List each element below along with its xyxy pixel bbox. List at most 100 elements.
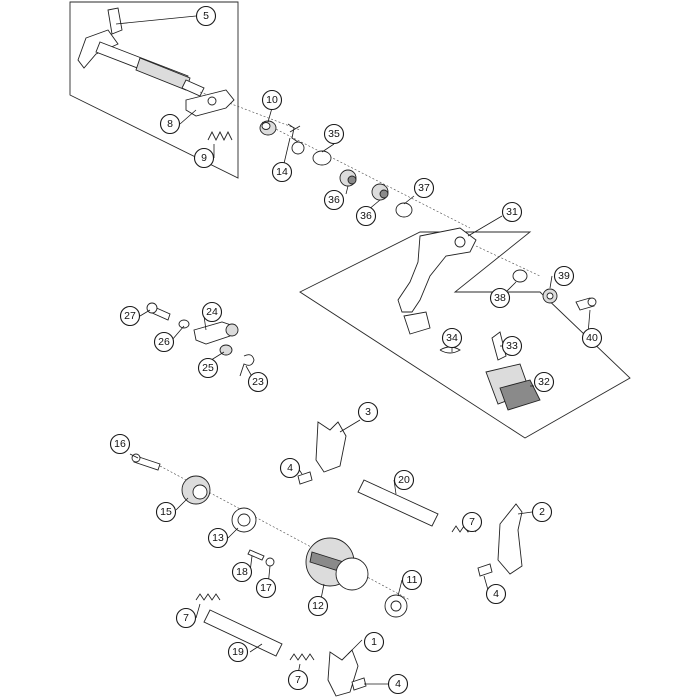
svg-text:4: 4 [395, 678, 401, 690]
callout-13: 13 [207, 527, 229, 549]
callout-7-c: 7 [287, 669, 309, 691]
shift-pawl-carrier [485, 363, 541, 411]
callout-27: 27 [119, 305, 141, 327]
shift-drum-locating [181, 475, 211, 505]
callout-24: 24 [201, 301, 223, 323]
fork-spring-c [289, 653, 315, 661]
callout-38: 38 [489, 287, 511, 309]
callout-19: 19 [227, 641, 249, 663]
callout-5: 5 [195, 5, 217, 27]
needle-bearing-a [339, 169, 357, 187]
return-spring [287, 123, 301, 143]
svg-text:12: 12 [312, 600, 324, 612]
shift-fork-3 [315, 421, 347, 473]
fork-roller-a [297, 471, 313, 485]
svg-text:36: 36 [328, 194, 340, 206]
svg-text:40: 40 [586, 332, 598, 344]
shift-lever [397, 227, 477, 335]
callout-34: 34 [441, 327, 463, 349]
shift-fork-2 [497, 503, 523, 575]
callout-32: 32 [533, 371, 555, 393]
svg-text:27: 27 [124, 310, 136, 322]
callout-4-a: 4 [279, 457, 301, 479]
callout-3: 3 [357, 401, 379, 423]
svg-text:7: 7 [469, 516, 475, 528]
shift-shaft-plate [185, 89, 235, 117]
svg-text:16: 16 [114, 438, 126, 450]
svg-text:7: 7 [295, 674, 301, 686]
callout-36-a: 36 [323, 189, 345, 211]
svg-text:1: 1 [371, 636, 377, 648]
svg-text:11: 11 [407, 574, 418, 586]
svg-text:35: 35 [328, 128, 340, 140]
callout-20: 20 [393, 469, 415, 491]
callout-4-c: 4 [387, 673, 409, 695]
callout-14: 14 [271, 161, 293, 183]
drum-bolt [131, 453, 161, 471]
fork-rail-lower [203, 609, 283, 657]
svg-text:36: 36 [360, 210, 372, 222]
fork-spring-b [195, 593, 221, 601]
callout-39: 39 [553, 265, 575, 287]
fork-roller-b [477, 563, 493, 577]
callout-10: 10 [261, 89, 283, 111]
washer-b [312, 150, 332, 166]
callout-4-b: 4 [485, 583, 507, 605]
svg-text:20: 20 [398, 474, 410, 486]
callout-23: 23 [247, 371, 269, 393]
callout-37: 37 [413, 177, 435, 199]
svg-text:10: 10 [266, 94, 278, 106]
callout-25: 25 [197, 357, 219, 379]
callout-17: 17 [255, 577, 277, 599]
callout-31: 31 [501, 201, 523, 223]
washer-a [291, 141, 305, 155]
drum-bearing [231, 507, 257, 533]
svg-text:24: 24 [206, 306, 218, 318]
shift-lever-group-frame [299, 231, 631, 439]
svg-text:38: 38 [494, 292, 506, 304]
svg-text:31: 31 [506, 206, 518, 218]
callout-35: 35 [323, 123, 345, 145]
shift-shaft-group-frame [69, 1, 239, 179]
drum-bearing-b [384, 594, 408, 618]
callout-16: 16 [109, 433, 131, 455]
callout-7-b: 7 [175, 607, 197, 629]
callout-7-a: 7 [461, 511, 483, 533]
callout-36-b: 36 [355, 205, 377, 227]
svg-text:13: 13 [212, 532, 224, 544]
drum-screw [247, 549, 265, 561]
callout-18: 18 [231, 561, 253, 583]
fork-roller-c [351, 677, 367, 691]
svg-text:14: 14 [276, 166, 288, 178]
svg-text:4: 4 [287, 462, 293, 474]
svg-text:15: 15 [160, 506, 172, 518]
shaft-seal [395, 202, 413, 218]
svg-text:2: 2 [539, 506, 545, 518]
callout-9: 9 [193, 147, 215, 169]
svg-text:17: 17 [260, 582, 272, 594]
shift-fork-1 [327, 649, 359, 697]
callout-1: 1 [363, 631, 385, 653]
svg-text:3: 3 [365, 406, 371, 418]
drum-pin [265, 557, 275, 567]
callout-40: 40 [581, 327, 603, 349]
svg-text:34: 34 [446, 332, 458, 344]
svg-text:33: 33 [506, 340, 518, 352]
svg-text:39: 39 [558, 270, 570, 282]
svg-text:37: 37 [418, 182, 430, 194]
ratchet-wheel [542, 288, 558, 304]
svg-text:4: 4 [493, 588, 499, 600]
callout-15: 15 [155, 501, 177, 523]
svg-text:26: 26 [158, 336, 170, 348]
callout-8: 8 [159, 113, 181, 135]
shift-drum [305, 537, 369, 591]
svg-text:7: 7 [183, 612, 189, 624]
callout-33: 33 [501, 335, 523, 357]
lever-washer [512, 269, 528, 283]
svg-text:9: 9 [201, 152, 207, 164]
svg-text:5: 5 [203, 10, 209, 22]
callout-2: 2 [531, 501, 553, 523]
svg-text:8: 8 [167, 118, 173, 130]
leader-lines [115, 15, 591, 685]
